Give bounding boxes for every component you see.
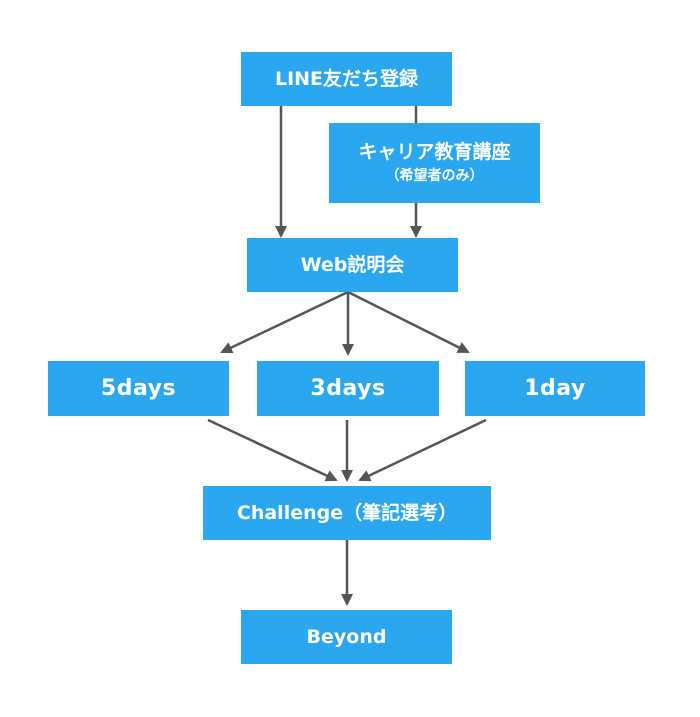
node-beyond-label: Beyond [306, 626, 387, 648]
node-career-course-sublabel: （希望者のみ） [385, 168, 484, 184]
edge-web-to-1day [347, 290, 470, 354]
node-3days: 3days [257, 361, 439, 416]
node-5days: 5days [48, 361, 229, 416]
node-web-seminar-label: Web説明会 [300, 254, 405, 276]
node-line-registration: LINE友だち登録 [241, 52, 452, 106]
node-line-registration-label: LINE友だち登録 [274, 68, 419, 90]
node-1day: 1day [465, 361, 645, 416]
edge-5days-to-challenge [207, 418, 338, 482]
node-beyond: Beyond [241, 610, 452, 664]
node-career-course-label: キャリア教育講座 [358, 141, 511, 163]
node-challenge: Challenge（筆記選考） [203, 486, 491, 540]
node-career-course: キャリア教育講座 （希望者のみ） [329, 123, 540, 203]
edge-web-to-5days [220, 290, 349, 354]
node-3days-label: 3days [310, 375, 386, 401]
node-web-seminar: Web説明会 [247, 238, 458, 292]
node-challenge-label: Challenge（筆記選考） [236, 502, 458, 524]
node-5days-label: 5days [100, 375, 177, 401]
edge-1day-to-challenge [358, 418, 487, 482]
node-1day-label: 1day [524, 375, 586, 401]
